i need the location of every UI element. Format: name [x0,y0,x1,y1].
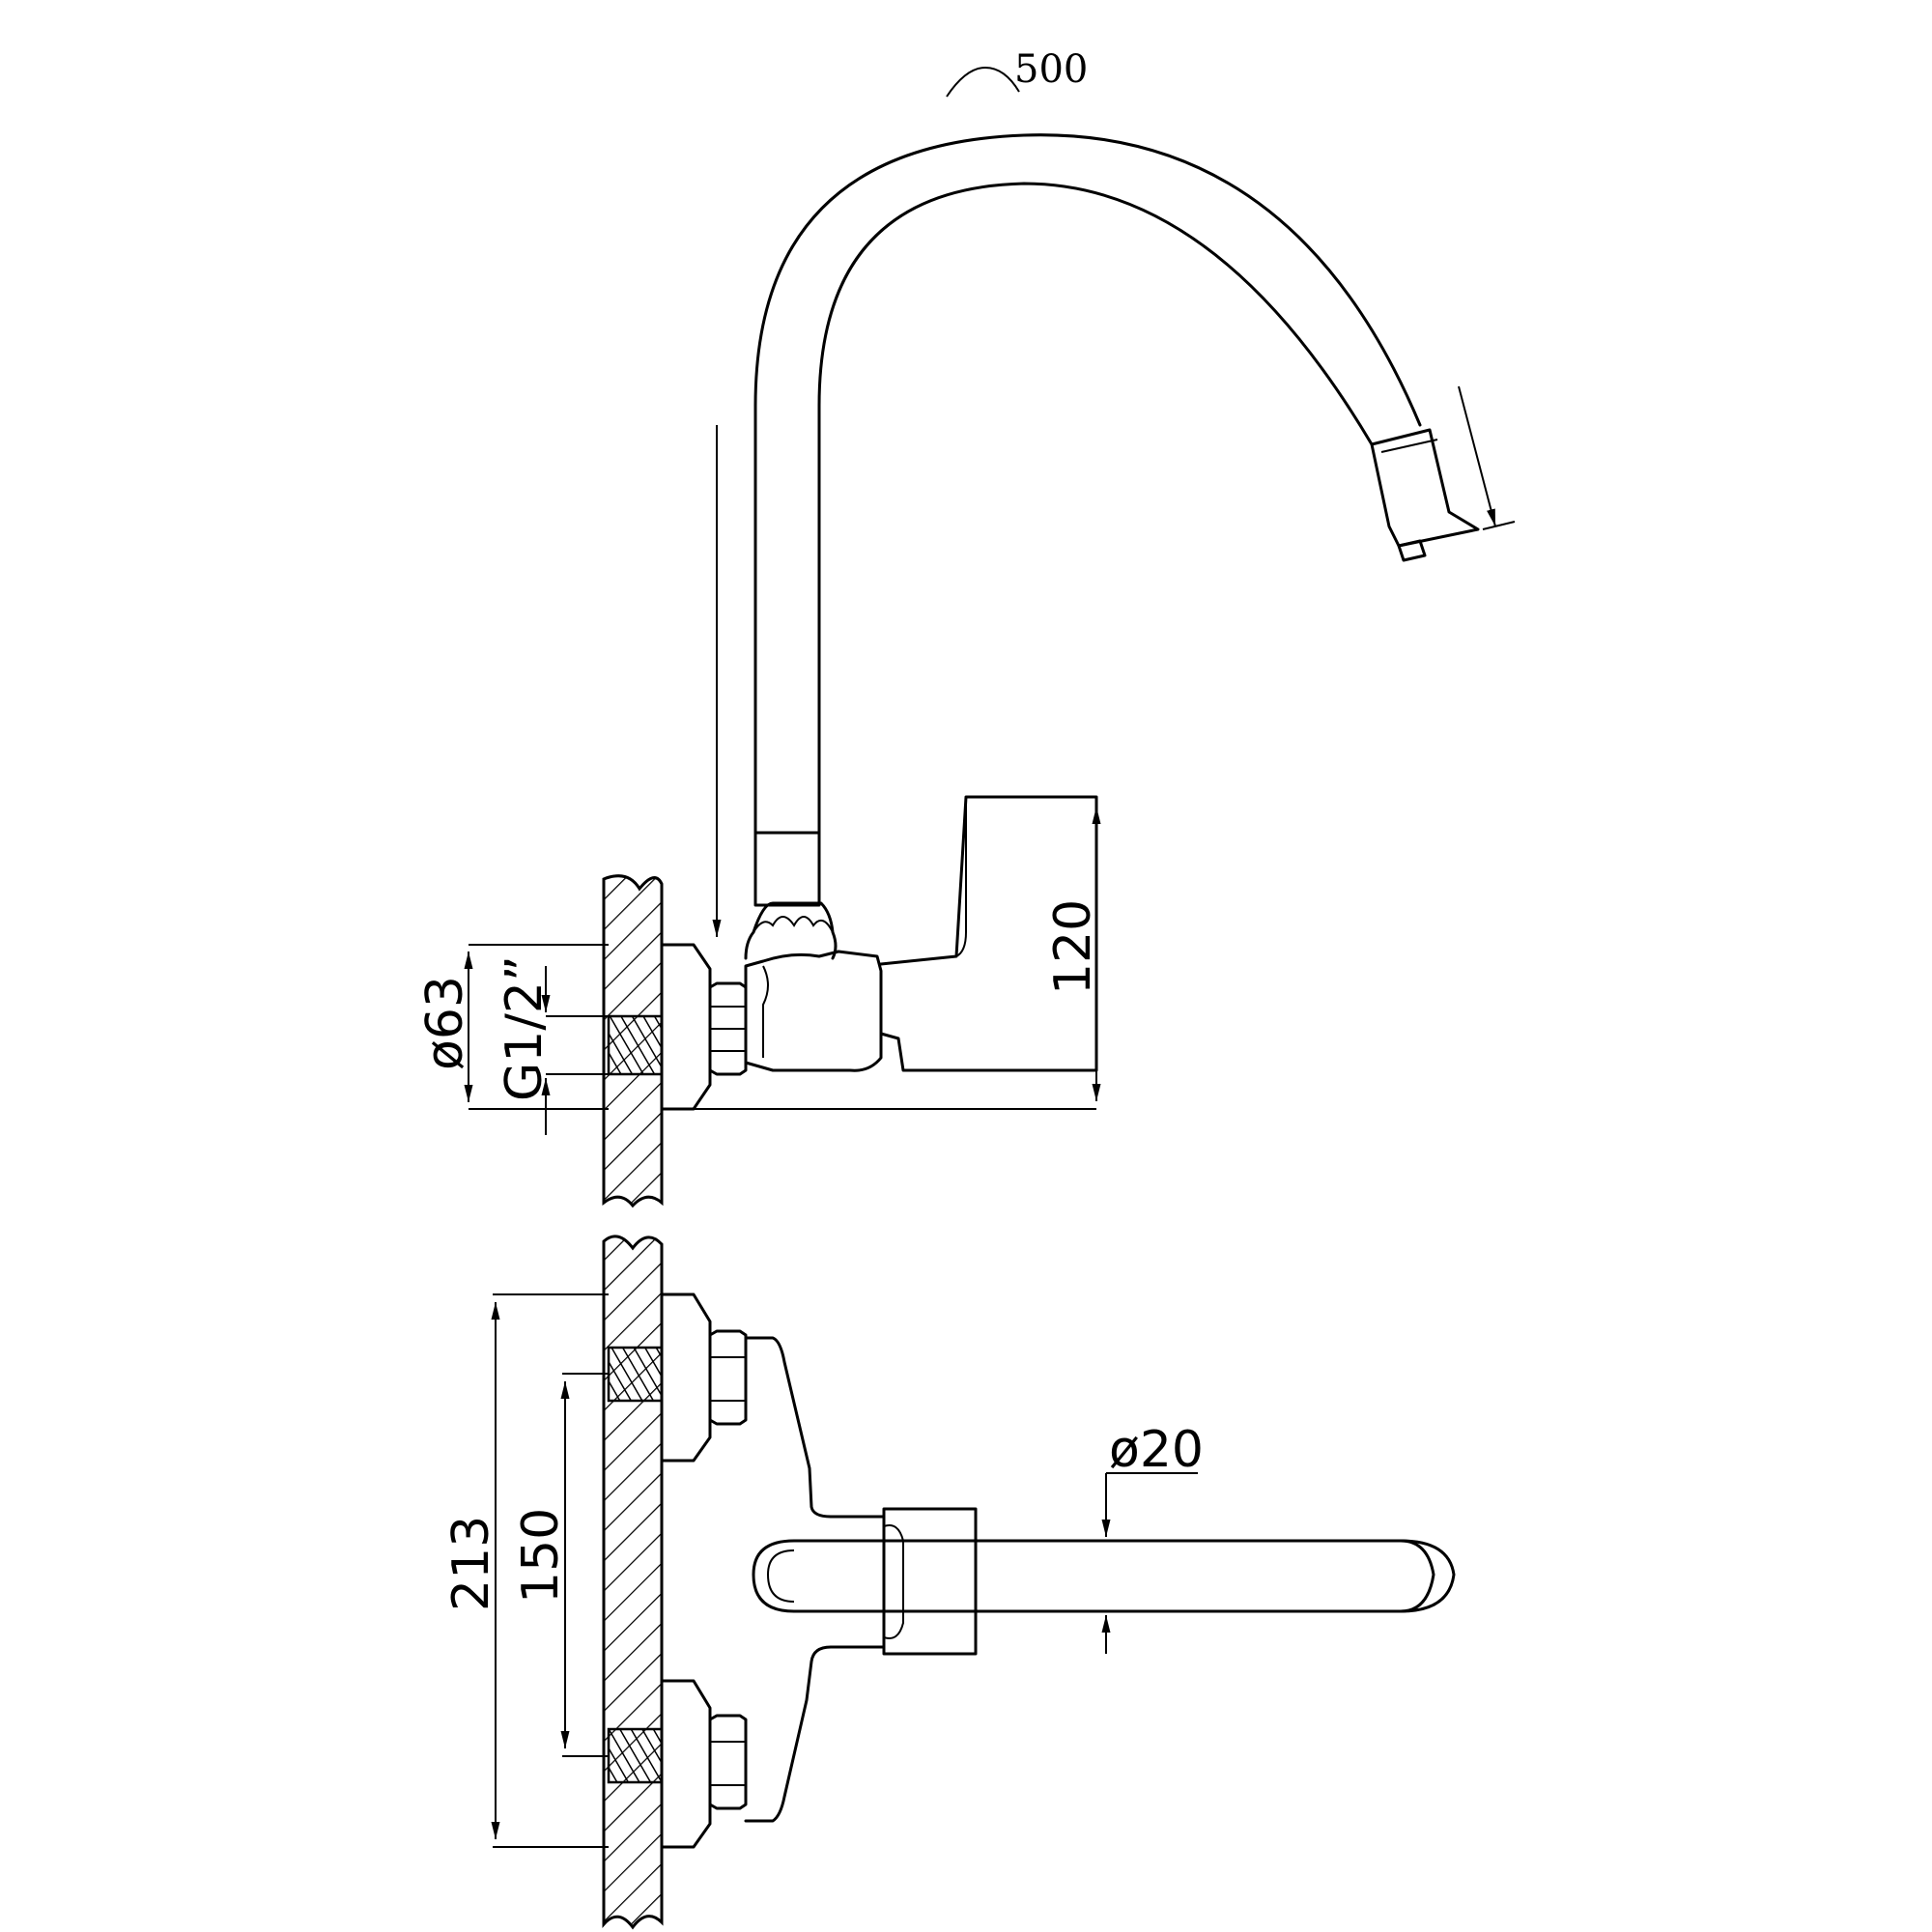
wall-thread-insert-top [607,1346,664,1403]
upper-flange [660,1293,712,1463]
body-curve [762,965,769,1058]
spout-ring [753,831,821,907]
lower-hex-nut [708,1714,748,1810]
mixer-body [744,950,883,1072]
hex-nut [708,981,748,1076]
plan-spout-end [1399,1539,1435,1613]
thread-dimension-label: G1/2” [496,955,554,1101]
reach-dimension-ext [1482,521,1516,530]
diameter-dimension-label: ø20 [1109,1421,1204,1479]
upper-hex-nut [708,1329,748,1426]
wall-flange [660,943,712,1111]
plan-view: 213 150 ø20 [442,1235,1456,1930]
plan-collar-curve [883,1524,904,1639]
plan-spout-inner [766,1549,795,1603]
width-dimension-label: 213 [442,1516,500,1611]
plan-spout [752,1539,1456,1613]
lower-flange [660,1679,712,1849]
spacing-dimension-label: 150 [512,1508,570,1604]
flange-dimension-label: ø63 [416,976,474,1070]
plan-body [744,1336,886,1823]
side-view: 500 120 ø63 G1/2” [416,47,1516,1208]
plan-spout-collar [882,1507,978,1656]
spout-collar-ribs [753,916,834,933]
wall-section-lower [602,1235,664,1930]
wall-thread-insert [607,1014,664,1076]
spout-collar [744,901,838,960]
spout-outer [753,133,1422,835]
wall-thread-insert-bottom [607,1727,664,1784]
aerator-tip [1397,539,1427,562]
aerator [1370,428,1480,548]
aerator-edge [1380,439,1438,453]
reach-dimension-label: 500 [1014,47,1088,92]
lever-handle-front [955,797,967,957]
spout-inner [817,182,1374,835]
reach-dimension-line-right [1458,385,1496,527]
height-dimension-label: 120 [1044,899,1102,995]
reach-dimension-arc [946,66,1020,98]
